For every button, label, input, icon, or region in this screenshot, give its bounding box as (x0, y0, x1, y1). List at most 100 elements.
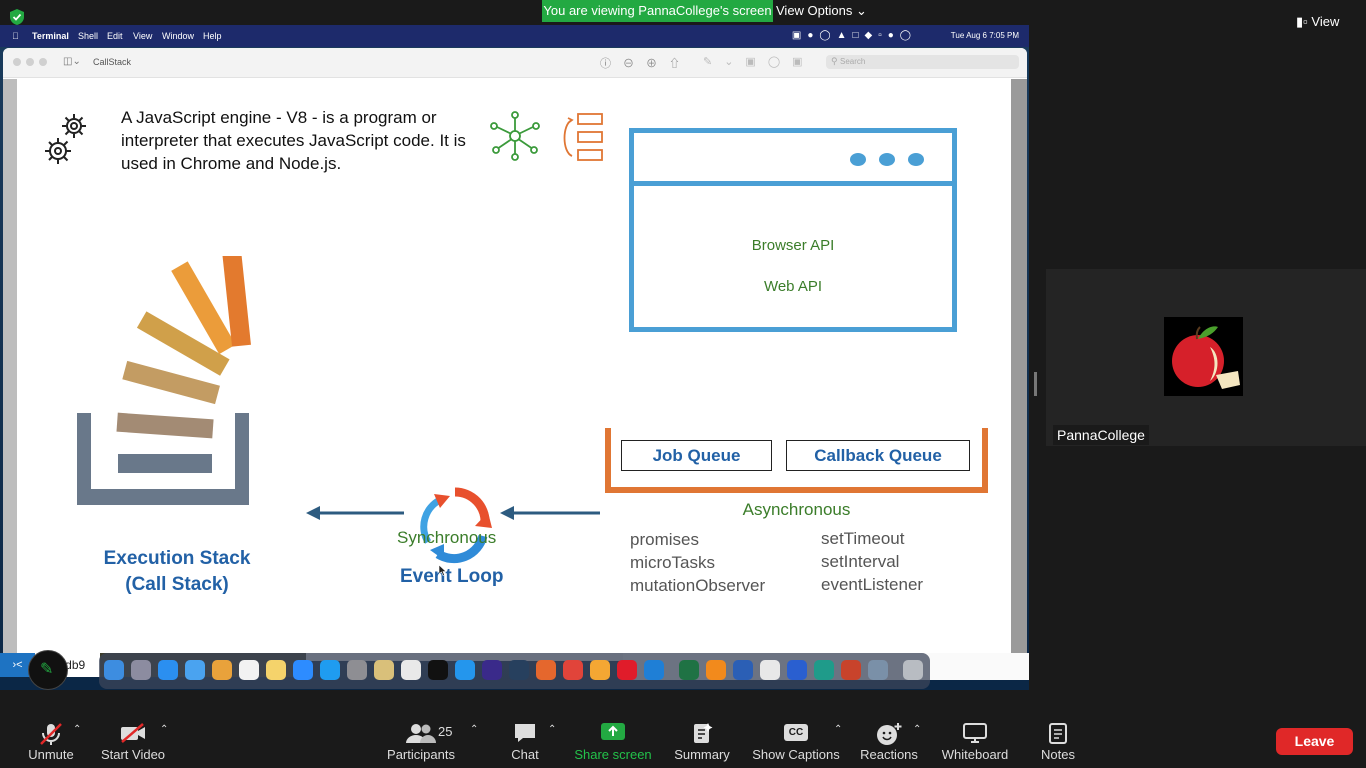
status-bar-icons[interactable]: ▣●◯▲□◆▫●◯ (791, 30, 917, 41)
whiteboard-icon (963, 723, 987, 743)
chrome-canary-icon[interactable] (590, 660, 610, 680)
participants-label: Participants (387, 747, 455, 762)
participants-icon (406, 724, 436, 743)
vlc-icon[interactable] (706, 660, 726, 680)
mac-menubar:  Terminal Shell Edit View Window Help ▣… (0, 25, 1029, 47)
chevron-up-icon[interactable]: ⌃ (470, 724, 479, 735)
participant-tile[interactable]: PannaCollege (1046, 269, 1366, 446)
chevron-down-icon: ⌄ (855, 3, 867, 18)
pen-icon: ✎ (40, 661, 54, 678)
app-icon[interactable] (509, 660, 529, 680)
docker-icon[interactable] (455, 660, 475, 680)
share-screen-label: Share screen (574, 747, 652, 762)
chevron-up-icon[interactable]: ⌃ (160, 724, 169, 735)
app-store-icon[interactable] (320, 660, 340, 680)
api-item-setinterval: setInterval (821, 552, 900, 571)
notes-app-icon[interactable] (266, 660, 286, 680)
show-captions-label: Show Captions (752, 747, 840, 762)
search-placeholder: Search (840, 57, 866, 66)
view-options-button[interactable]: View Options ⌄ (776, 0, 867, 22)
summary-button[interactable]: Summary (670, 716, 734, 768)
participants-count: 25 (438, 724, 453, 739)
markup-tools-icons[interactable]: ✎⌄▣◯▣ (703, 56, 815, 68)
participants-button[interactable]: 25 Participants (383, 716, 459, 768)
menu-app-name[interactable]: Terminal (32, 31, 69, 41)
chevron-up-icon[interactable]: ⌃ (913, 724, 922, 735)
sidebar-toggle-icon[interactable]: ◫⌄ (63, 56, 81, 67)
opera-icon[interactable] (617, 660, 637, 680)
menu-edit[interactable]: Edit (107, 31, 123, 41)
call-stack-label: (Call Stack) (125, 574, 229, 595)
chat-icon (515, 724, 535, 742)
network-icon (489, 110, 541, 167)
chatgpt-icon[interactable] (760, 660, 780, 680)
notes-icon (1049, 723, 1067, 744)
toolbar-tools-icons[interactable]: ⓘ⊖⊕⇧ (600, 58, 692, 70)
execution-stack-title: Execution Stack (Call Stack) (87, 546, 267, 598)
chrome-icon[interactable] (563, 660, 583, 680)
reactions-button[interactable]: Reactions (856, 716, 922, 768)
zoom-app-icon[interactable] (293, 660, 313, 680)
chevron-up-icon[interactable]: ⌃ (548, 724, 557, 735)
slide-scrollbar[interactable] (1011, 79, 1027, 653)
notes-button[interactable]: Notes (1034, 716, 1082, 768)
photos-icon[interactable] (212, 660, 232, 680)
search-input[interactable]: Search (826, 55, 1019, 69)
start-video-label: Start Video (100, 747, 166, 762)
view-button-label: View (1311, 14, 1340, 29)
chat-button[interactable]: Chat (500, 716, 550, 768)
web-api-label: Web API (763, 278, 823, 295)
apple-menu-icon[interactable]:  (12, 25, 19, 47)
preview-icon[interactable] (868, 660, 888, 680)
mail-icon[interactable] (185, 660, 205, 680)
view-button[interactable]: ▮▫ View (1296, 9, 1339, 35)
slide-content: A JavaScript engine - V8 - is a program … (17, 79, 1011, 651)
chevron-up-icon[interactable]: ⌃ (73, 724, 82, 735)
gallery-resize-handle[interactable] (1034, 372, 1037, 396)
menu-shell[interactable]: Shell (78, 31, 99, 41)
chat-label: Chat (511, 747, 539, 762)
gears-icon (43, 111, 91, 172)
annotate-button[interactable]: ✎ (28, 650, 68, 690)
video-muted-icon (121, 723, 145, 743)
minimize-window-icon[interactable] (26, 58, 34, 66)
chevron-up-icon[interactable]: ⌃ (834, 724, 843, 735)
excel-icon[interactable] (679, 660, 699, 680)
captions-icon: CC (784, 724, 808, 741)
security-shield-icon[interactable] (8, 8, 26, 26)
close-window-icon[interactable] (13, 58, 21, 66)
finder-icon[interactable] (104, 660, 124, 680)
launchpad-icon[interactable] (131, 660, 151, 680)
unmute-button[interactable]: Unmute (22, 716, 80, 768)
leave-button[interactable]: Leave (1276, 728, 1353, 755)
unmute-label: Unmute (28, 747, 74, 762)
event-loop-cycle-icon (410, 484, 500, 579)
zoom-window-icon[interactable] (39, 58, 47, 66)
word-icon[interactable] (733, 660, 753, 680)
share-screen-button[interactable]: Share screen (570, 716, 656, 768)
start-video-button[interactable]: Start Video (96, 716, 170, 768)
app-icon[interactable] (482, 660, 502, 680)
trash-icon[interactable] (903, 660, 923, 680)
app-icon[interactable] (787, 660, 807, 680)
vscode-icon[interactable] (644, 660, 664, 680)
writer-app-icon[interactable] (374, 660, 394, 680)
menu-help[interactable]: Help (203, 31, 222, 41)
system-settings-icon[interactable] (347, 660, 367, 680)
whiteboard-button[interactable]: Whiteboard (938, 716, 1012, 768)
menu-view[interactable]: View (133, 31, 153, 41)
menu-window[interactable]: Window (162, 31, 195, 41)
mac-dock (99, 653, 930, 689)
window-toolbar: ◫⌄ CallStack ⓘ⊖⊕⇧ ✎⌄▣◯▣ Search ⚲ (3, 48, 1027, 78)
menubar-clock[interactable]: Tue Aug 6 7:05 PM (950, 31, 1019, 40)
whiteboard-label: Whiteboard (941, 747, 1009, 762)
safari-icon[interactable] (158, 660, 178, 680)
terminal-icon[interactable] (428, 660, 448, 680)
job-queue-box: Job Queue (621, 440, 772, 471)
reminders-icon[interactable] (239, 660, 259, 680)
slack-icon[interactable] (401, 660, 421, 680)
powerpoint-icon[interactable] (841, 660, 861, 680)
show-captions-button[interactable]: CC Show Captions (748, 716, 844, 768)
firefox-icon[interactable] (536, 660, 556, 680)
app-icon[interactable] (814, 660, 834, 680)
